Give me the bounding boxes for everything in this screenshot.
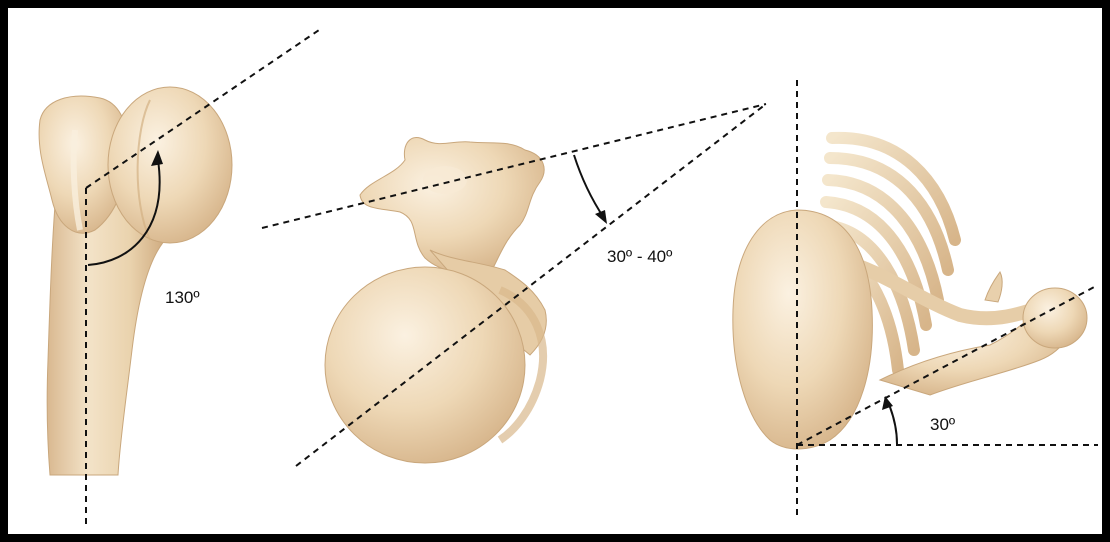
humeral-head-right (1023, 288, 1087, 348)
scapula-angle-label: 30º - 40º (607, 247, 672, 267)
scapula-panel (262, 104, 766, 466)
thorax-angle-arc (888, 402, 897, 444)
glenoid-sphere (325, 267, 525, 463)
thorax-panel (733, 80, 1098, 518)
humerus-angle-label: 130º (165, 288, 200, 308)
humerus-head (108, 87, 232, 243)
humerus-panel (39, 28, 322, 528)
scapula-angle-arc (574, 155, 604, 218)
scapula-process (360, 138, 544, 274)
thorax-angle-label: 30º (930, 415, 955, 435)
thorax-body (733, 210, 873, 449)
arrowhead-icon (595, 210, 607, 224)
